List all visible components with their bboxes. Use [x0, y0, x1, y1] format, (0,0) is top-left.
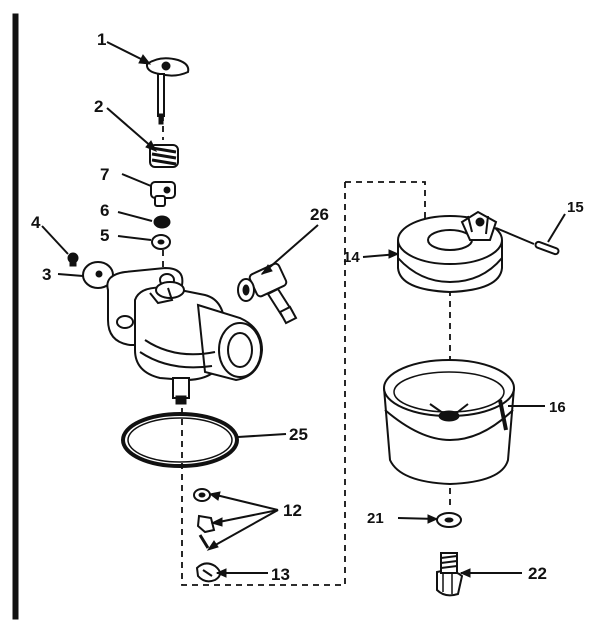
leader-3 [57, 273, 84, 277]
part-14-float [397, 210, 503, 294]
part-6-o-ring [153, 215, 171, 229]
arrow-heads [138, 54, 471, 578]
leader-15-a [547, 213, 566, 243]
callout-3: 3 [42, 265, 51, 284]
left-border-bar [12, 13, 19, 620]
callout-1: 1 [97, 30, 106, 49]
callout-7: 7 [100, 165, 109, 184]
dashed-group-line-top [345, 181, 426, 230]
part-3-plate [82, 261, 114, 289]
part-5-seat [151, 234, 171, 250]
callout-21: 21 [367, 510, 384, 527]
leader-12-c [209, 509, 279, 549]
leader-15-b [495, 227, 535, 245]
leader-25 [237, 433, 287, 438]
part-25-gasket [121, 412, 239, 468]
part-13-clip [195, 562, 221, 583]
leader-7 [121, 173, 152, 187]
callout-5: 5 [100, 226, 109, 245]
callout-22: 22 [528, 564, 547, 583]
callout-16: 16 [549, 399, 566, 416]
dashed-group-line-left [181, 182, 346, 586]
leader-5 [117, 235, 152, 241]
part-12-items [193, 488, 216, 549]
callout-12: 12 [283, 501, 302, 520]
callout-25: 25 [289, 425, 308, 444]
leader-26 [261, 224, 319, 275]
part-21-washer [436, 512, 462, 528]
leader-12-b [213, 509, 279, 524]
leader-6 [117, 211, 153, 222]
callout-4: 4 [31, 213, 41, 232]
part-4-screw [67, 252, 79, 267]
carburetor-body [106, 266, 264, 405]
leader-2 [106, 107, 154, 149]
callout-26: 26 [310, 205, 329, 224]
callout-15: 15 [567, 199, 584, 216]
callout-6: 6 [100, 201, 109, 220]
leader-12-a [211, 493, 279, 511]
part-15-pin [534, 240, 560, 256]
callout-13: 13 [271, 565, 290, 584]
part-16-float-bowl [383, 359, 515, 486]
leader-1 [106, 41, 148, 63]
leader-4 [41, 225, 69, 255]
part-7-fitting [150, 181, 176, 207]
part-1-needle-valve [145, 57, 190, 125]
part-22-bolt [436, 552, 464, 597]
callout-14: 14 [343, 249, 360, 266]
part-2-spring [149, 144, 179, 168]
part-26-elbow-fitting [237, 262, 298, 325]
callout-2: 2 [94, 97, 103, 116]
